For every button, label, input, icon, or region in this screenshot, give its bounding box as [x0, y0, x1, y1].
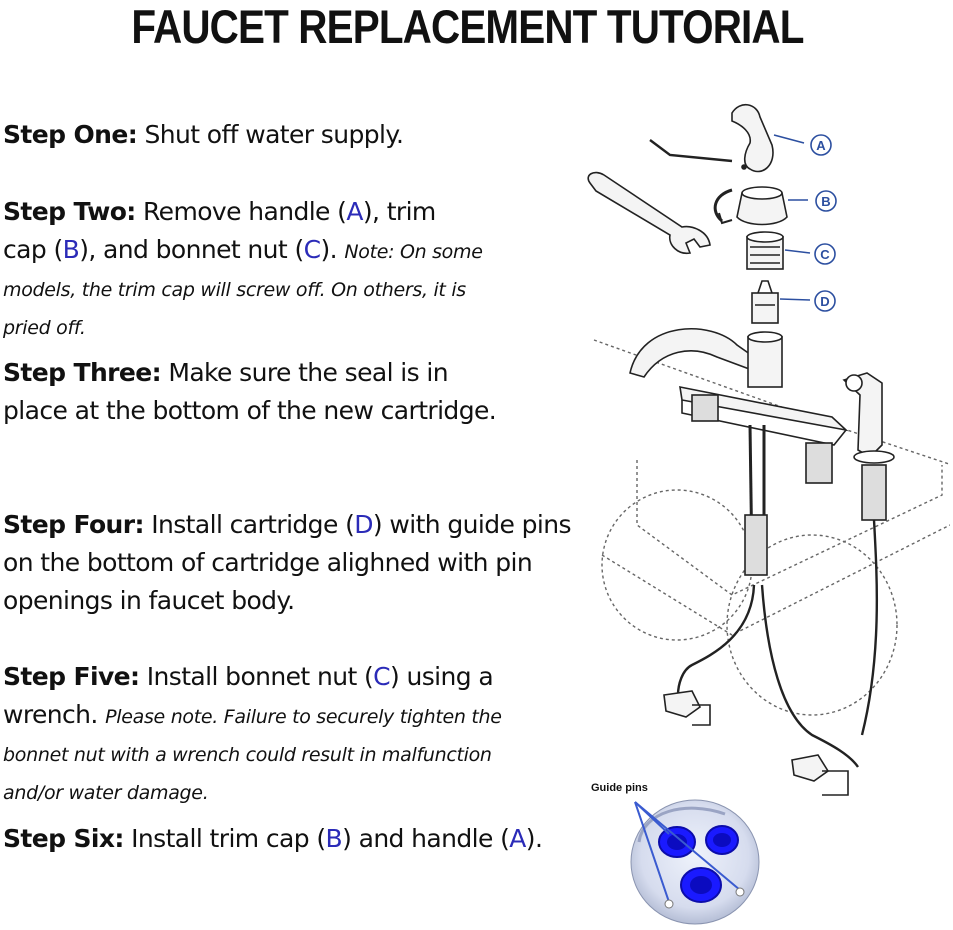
step-four-text: ) with guide pins on the bottom of cartr…: [3, 510, 572, 615]
step-two-text: Remove handle (: [135, 197, 347, 226]
step-one-label: Step One:: [3, 120, 138, 149]
faucet-body-icon: [629, 328, 895, 796]
handle-icon: [731, 104, 774, 173]
page-title: FAUCET REPLACEMENT TUTORIAL: [131, 0, 804, 53]
step-three-text: Make sure the seal is in place at the bo…: [3, 358, 497, 425]
step-four: Step Four: Install cartridge (D) with gu…: [3, 506, 583, 620]
letter-a: A: [346, 197, 363, 226]
callout-d: D: [814, 290, 836, 312]
svg-text:B: B: [821, 194, 830, 209]
step-five: Step Five: Install bonnet nut (C) using …: [3, 658, 543, 810]
step-five-note: Please note. Failure to securely tighten…: [3, 706, 502, 804]
step-six-label: Step Six:: [3, 824, 124, 853]
step-six: Step Six: Install trim cap (B) and handl…: [3, 820, 543, 858]
callout-c: C: [814, 243, 836, 265]
step-six-text: ).: [525, 824, 543, 853]
step-three: Step Three: Make sure the seal is in pla…: [3, 354, 503, 430]
step-two: Step Two: Remove handle (A), trim cap (B…: [3, 193, 483, 345]
step-two-label: Step Two:: [3, 197, 136, 226]
letter-d: D: [354, 510, 373, 539]
callout-a: A: [810, 134, 832, 156]
step-one: Step One: Shut off water supply.: [3, 116, 404, 154]
svg-text:D: D: [820, 294, 829, 309]
callout-b: B: [815, 190, 837, 212]
letter-c: C: [373, 662, 391, 691]
step-two-text: ), and bonnet nut (: [79, 235, 304, 264]
letter-b: B: [325, 824, 343, 853]
step-four-label: Step Four:: [3, 510, 144, 539]
svg-text:A: A: [816, 138, 826, 153]
step-five-label: Step Five:: [3, 662, 140, 691]
step-two-text: ).: [320, 235, 345, 264]
hex-key-icon: [649, 139, 747, 170]
step-five-text: ) using a wrench.: [3, 662, 494, 729]
guide-pins-label: Guide pins: [591, 782, 648, 794]
step-six-text: Install trim cap (: [123, 824, 326, 853]
letter-c: C: [303, 235, 321, 264]
step-six-text: ) and handle (: [342, 824, 510, 853]
step-two-text: ), trim cap (: [3, 197, 436, 264]
letter-b: B: [62, 235, 80, 264]
cartridge-guide-pins-photo: Guide pins: [591, 782, 760, 925]
step-four-text: Install cartridge (: [143, 510, 355, 539]
step-one-text: Shut off water supply.: [137, 120, 404, 149]
trim-cap-icon: [713, 186, 788, 226]
wrench-icon: [587, 171, 711, 255]
step-five-text: Install bonnet nut (: [139, 662, 374, 691]
letter-a: A: [509, 824, 526, 853]
step-three-label: Step Three:: [3, 358, 162, 387]
step-two-note: Note: On some models, the trim cap will …: [3, 241, 483, 339]
svg-text:C: C: [820, 247, 830, 262]
cartridge-icon: [751, 280, 779, 324]
bonnet-nut-icon: [746, 231, 784, 270]
faucet-exploded-diagram: A B C D: [587, 104, 950, 796]
